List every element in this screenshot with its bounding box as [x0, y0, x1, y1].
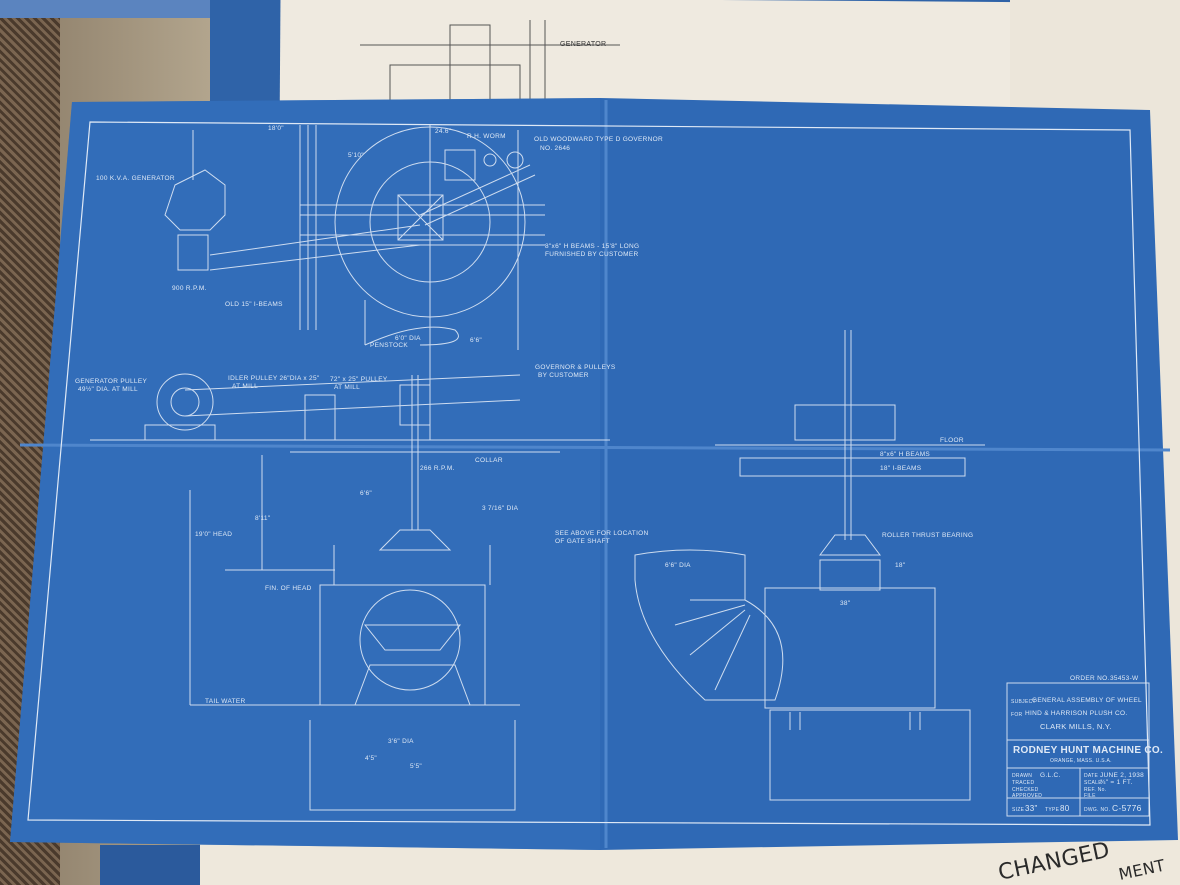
dim: 4'5" — [365, 755, 377, 762]
type-label: TYPE — [1045, 807, 1060, 813]
size-label: SIZE — [1012, 807, 1025, 813]
label-idler: IDLER PULLEY 26"DIA x 25" — [228, 375, 320, 382]
company-address: ORANGE, MASS. U.S.A. — [1050, 758, 1112, 764]
title-block: ORDER NO. 35453-W SUBJECT GENERAL ASSEMB… — [1011, 675, 1163, 813]
order-no: 35453-W — [1110, 675, 1139, 682]
dim: 24.6" — [435, 128, 452, 135]
label-i-beams: 18" I-BEAMS — [880, 465, 922, 472]
dim: 3'6" DIA — [388, 738, 414, 745]
label-collar: COLLAR — [475, 457, 503, 464]
label-rpm: 266 R.P.M. — [420, 465, 455, 472]
date: JUNE 2, 1938 — [1100, 772, 1144, 779]
label-h-beams: 8"x6" H BEAMS - 15'8" LONG — [545, 243, 639, 250]
label-gov-pulleys-2: BY CUSTOMER — [538, 372, 589, 379]
drawing-border — [27, 121, 1151, 826]
label-head: 19'0" HEAD — [195, 531, 232, 538]
dim: 18" — [895, 562, 906, 569]
label-floor: FLOOR — [940, 437, 964, 444]
label-shaft: 3 7/16" DIA — [482, 505, 519, 512]
drawn-label: DRAWN — [1012, 773, 1032, 779]
label-gen-pulley: GENERATOR PULLEY — [75, 378, 147, 385]
checked-label: CHECKED — [1012, 787, 1039, 793]
label-governor: OLD WOODWARD TYPE D GOVERNOR — [534, 136, 663, 143]
back-sheet-sketch — [360, 20, 620, 106]
fold-line — [19, 443, 1171, 452]
dim: 6'6" — [360, 490, 372, 497]
scale: ¾" = 1 FT. — [1100, 779, 1133, 786]
subject: GENERAL ASSEMBLY OF WHEEL — [1032, 697, 1142, 704]
type: 80 — [1060, 804, 1070, 813]
scale-label: SCALE — [1084, 780, 1102, 786]
traced-label: TRACED — [1012, 780, 1034, 786]
label-pulley72-2: AT MILL — [334, 384, 360, 391]
dim: 8'11" — [255, 515, 271, 522]
dim: 38" — [840, 600, 851, 607]
label-furnished: FURNISHED BY CUSTOMER — [545, 251, 638, 258]
label-h-beams: 8"x6" H BEAMS — [880, 451, 930, 458]
label-idler-2: AT MILL — [232, 383, 258, 390]
order-label: ORDER NO. — [1070, 675, 1110, 682]
customer: HIND & HARRISON PLUSH CO. — [1025, 710, 1128, 717]
drawn: G.L.C. — [1040, 772, 1061, 779]
size: 33" — [1025, 804, 1038, 813]
handwritten-note: MENT — [1117, 856, 1167, 884]
label-gen-pulley-2: 49½" DIA. AT MILL — [78, 385, 138, 393]
subject-label: SUBJECT — [1011, 699, 1036, 705]
file-label: FILE — [1084, 793, 1096, 799]
label-penstock: PENSTOCK — [370, 342, 408, 349]
label-see-above: SEE ABOVE FOR LOCATION — [555, 530, 649, 537]
back-sheet-label: GENERATOR — [560, 41, 606, 48]
label-thrust: ROLLER THRUST BEARING — [882, 532, 973, 539]
label-generator: 100 K.V.A. GENERATOR — [96, 175, 175, 182]
label-rpm: 900 R.P.M. — [172, 285, 207, 292]
label-fin-head: FIN. OF HEAD — [265, 585, 312, 592]
dwg-no: C-5776 — [1112, 803, 1142, 813]
drawing-lines — [90, 125, 1150, 817]
label-old-beams: OLD 15" I-BEAMS — [225, 301, 283, 308]
dim: 6'6" — [470, 337, 482, 344]
location: CLARK MILLS, N.Y. — [1040, 722, 1112, 731]
label-tail-water: TAIL WATER — [205, 698, 246, 705]
label-governor-no: NO. 2646 — [540, 145, 570, 152]
dim: 5'10" — [348, 152, 364, 159]
label-dia: 6'6" DIA — [665, 562, 691, 569]
label-see-above-2: OF GATE SHAFT — [555, 538, 610, 545]
label-worm: R.H. WORM — [467, 133, 506, 140]
date-label: DATE — [1084, 773, 1099, 779]
label-gov-pulleys: GOVERNOR & PULLEYS — [535, 364, 616, 371]
ref-label: REF. No. — [1084, 787, 1106, 793]
dim: 5'5" — [410, 763, 422, 770]
label-penstock-dia: 6'0" DIA — [395, 335, 421, 342]
handwritten-note: CHANGED — [996, 838, 1112, 885]
for-label: FOR — [1011, 712, 1023, 718]
dwg-label: DWG. NO. — [1084, 807, 1110, 813]
approved-label: APPROVED — [1012, 793, 1042, 799]
dim: 18'0" — [268, 125, 284, 132]
label-pulley72: 72" x 25" PULLEY — [330, 376, 388, 383]
background-blueprint — [100, 845, 200, 885]
company: RODNEY HUNT MACHINE CO. — [1013, 745, 1163, 756]
